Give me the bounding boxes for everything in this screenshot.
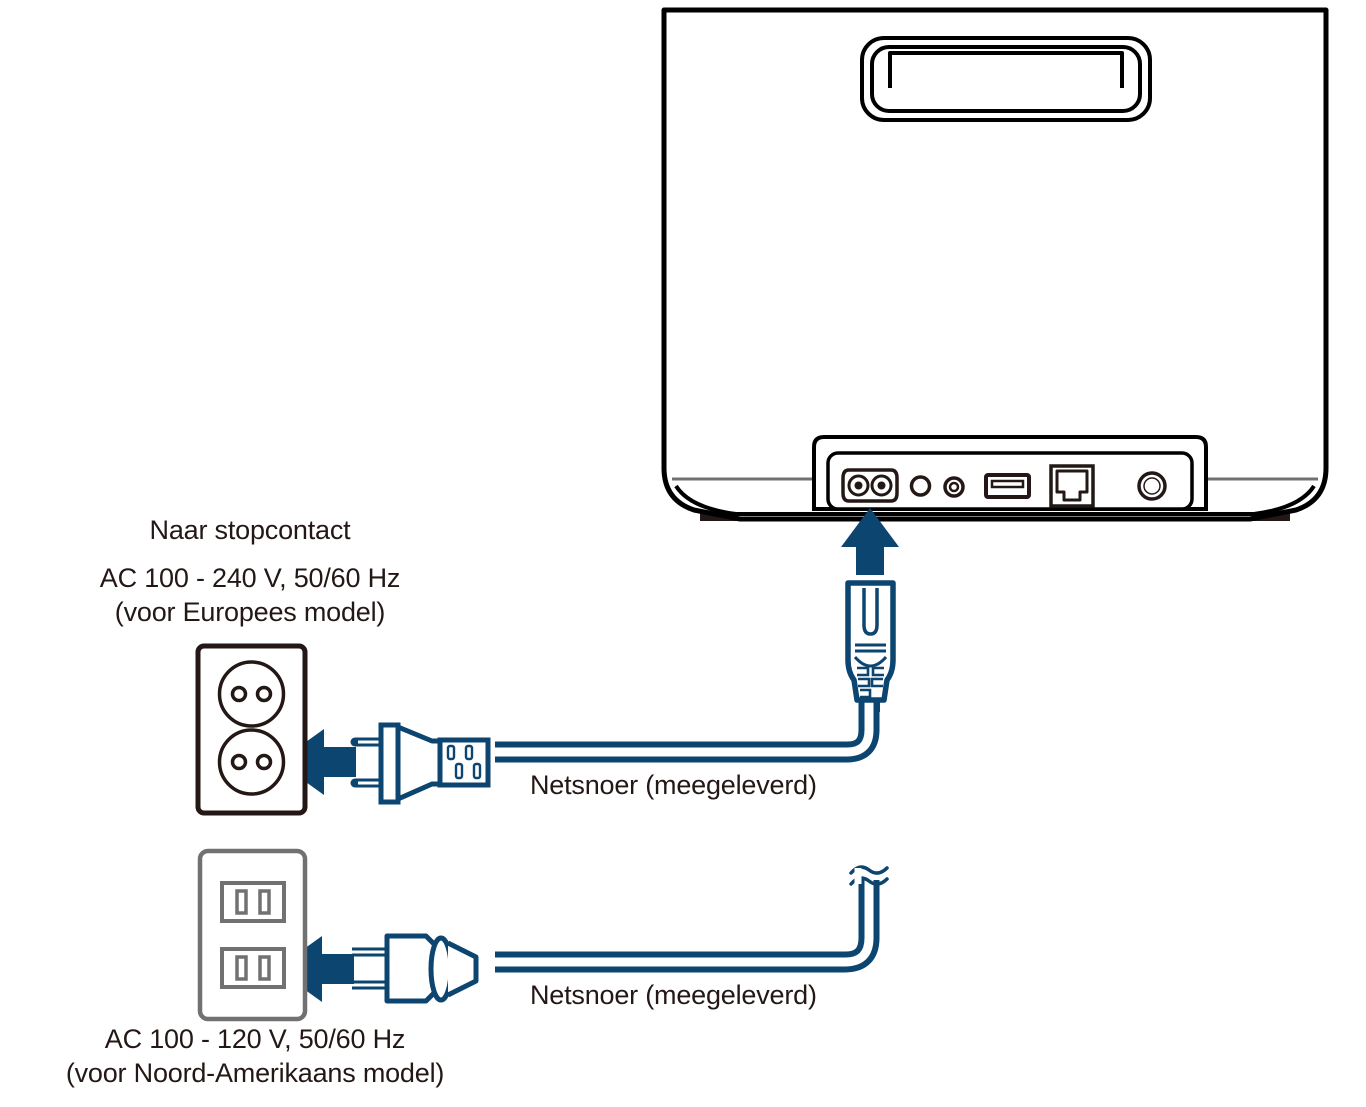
outlet-title-label: Naar stopcontact bbox=[149, 515, 351, 545]
eu-plug-mark-4 bbox=[472, 762, 482, 780]
cord-eu-label: Netsnoer (meegeleverd) bbox=[530, 770, 817, 800]
na-model-label: (voor Noord-Amerikaans model) bbox=[65, 1058, 445, 1088]
large-round-jack-icon bbox=[1137, 471, 1167, 501]
cable-na bbox=[495, 865, 889, 973]
eu-socket-upper-hole-right bbox=[255, 685, 273, 703]
eu-plug-mark-3 bbox=[454, 762, 464, 780]
na-receptacle-lower-slot-right bbox=[258, 955, 271, 981]
rj45-keyway bbox=[1055, 469, 1089, 502]
na-receptacle-lower bbox=[220, 947, 286, 989]
rear-connector-panel bbox=[812, 435, 1208, 511]
c7-plug-notch-l3 bbox=[860, 688, 872, 699]
carry-handle bbox=[860, 36, 1152, 122]
c7-plug bbox=[845, 580, 896, 712]
ac-inlet-hole-left-inner bbox=[854, 481, 863, 490]
arrow-to-na-outlet bbox=[276, 936, 354, 1002]
eu-plug-mark-1 bbox=[446, 744, 456, 761]
eu-socket-lower-hole-right bbox=[255, 753, 273, 771]
eu-plug-collar bbox=[378, 722, 401, 805]
arrow-to-na-outlet-shape bbox=[276, 936, 354, 1002]
arrow-to-eu-outlet-shape bbox=[278, 729, 356, 795]
large-jack-inner bbox=[1143, 477, 1161, 495]
cable-eu-outer bbox=[495, 700, 880, 763]
arrow-to-ac-inlet bbox=[841, 508, 899, 575]
na-plug bbox=[352, 933, 479, 1004]
eu-spec-label: AC 100 - 240 V, 50/60 Hz bbox=[99, 563, 401, 593]
c7-plug-body bbox=[845, 580, 896, 703]
device-bottom-edge bbox=[674, 484, 1316, 516]
ac-inlet-hole-right-inner bbox=[877, 481, 886, 490]
eu-socket-lower-hole-left bbox=[230, 753, 248, 771]
na-outlet bbox=[197, 848, 308, 1022]
usb-tongue bbox=[990, 479, 1025, 489]
eu-model-label: (voor Europees model) bbox=[114, 597, 386, 627]
arrow-to-eu-outlet bbox=[278, 729, 356, 795]
eu-socket-upper-hole-left bbox=[230, 685, 248, 703]
na-receptacle-upper-slot-left bbox=[235, 889, 248, 915]
cable-eu bbox=[495, 700, 880, 763]
eu-socket-lower bbox=[217, 728, 286, 796]
c7-plug-notch-l1 bbox=[857, 666, 870, 677]
ethernet-port-icon bbox=[1049, 464, 1095, 508]
c7-plug-top-slot bbox=[862, 588, 879, 636]
handle-inner bbox=[870, 45, 1142, 113]
na-receptacle-upper-slot-right bbox=[258, 889, 271, 915]
handle-grip-recess bbox=[888, 51, 1124, 88]
cord-na-label: Netsnoer (meegeleverd) bbox=[530, 980, 817, 1010]
eu-plug-mark-2 bbox=[464, 744, 474, 761]
eu-socket-upper bbox=[217, 660, 286, 728]
cable-eu-inner-gap bbox=[495, 700, 874, 757]
ringed-jack-inner bbox=[948, 481, 960, 493]
na-spec-label: AC 100 - 120 V, 50/60 Hz bbox=[104, 1024, 406, 1054]
device-body bbox=[661, 7, 1329, 522]
na-outlet-plate bbox=[197, 848, 308, 1022]
cable-na-inner-gap bbox=[495, 880, 874, 967]
c7-plug-notch-l2 bbox=[858, 677, 871, 688]
eu-outlet bbox=[195, 643, 308, 816]
na-receptacle-lower-slot-left bbox=[235, 955, 248, 981]
na-plug-strain-relief bbox=[446, 940, 479, 998]
c7-plug-notch-r1 bbox=[871, 666, 884, 677]
na-receptacle-upper bbox=[220, 881, 286, 923]
c7-plug-rib-arc bbox=[853, 655, 888, 668]
c7-plug-notch-r2 bbox=[870, 677, 883, 688]
arrow-to-ac-inlet-shape bbox=[841, 508, 899, 575]
ringed-jack-icon bbox=[943, 476, 965, 498]
eu-plug bbox=[350, 722, 491, 805]
ac-inlet-port bbox=[841, 468, 899, 503]
round-jack-icon bbox=[909, 475, 932, 497]
speaker-device bbox=[661, 7, 1329, 522]
usb-port-icon bbox=[984, 473, 1031, 499]
cable-na-outer bbox=[495, 880, 880, 973]
